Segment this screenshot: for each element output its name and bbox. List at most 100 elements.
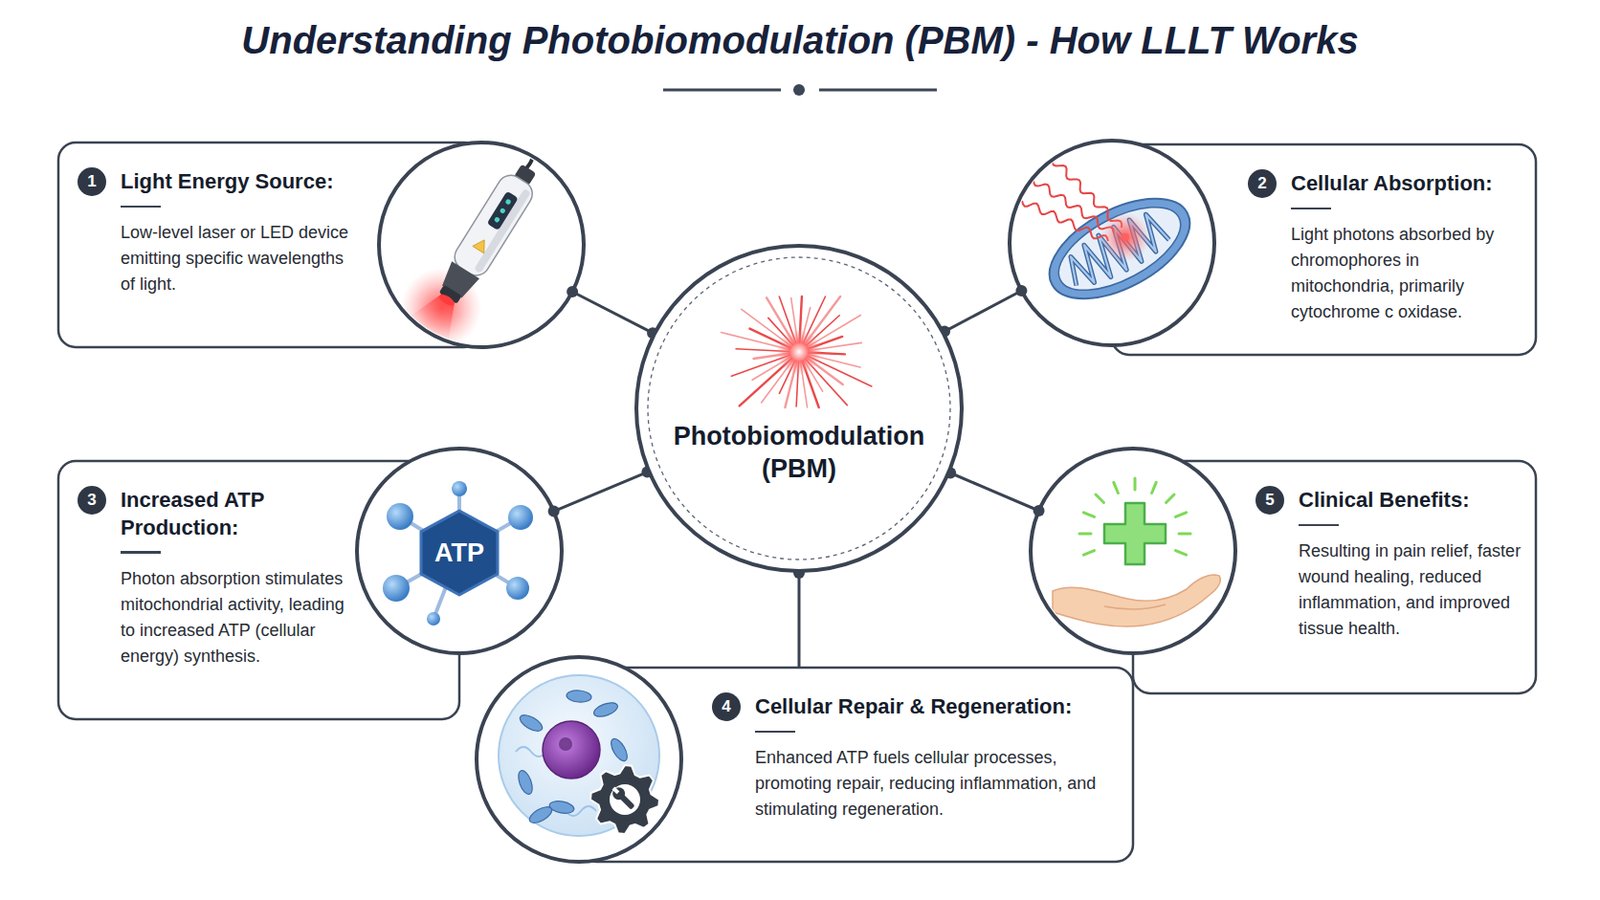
- icon-atp: [382, 481, 534, 626]
- icon-ring: [378, 142, 584, 348]
- hexagon-shape: [421, 511, 498, 596]
- cell-mitochondrion: [566, 689, 593, 704]
- absorption-glow: [1100, 212, 1151, 263]
- step-card: Cellular Absorption: Light photons absorb…: [1111, 144, 1536, 356]
- card-outlines: [58, 142, 1536, 863]
- mitochondrion: [1033, 177, 1206, 320]
- hub-label: Photobiomodulation (PBM): [655, 421, 943, 487]
- molecule-atom: [382, 575, 410, 602]
- hub-circle: Photobiomodulation (PBM): [634, 244, 964, 574]
- light-wave: [1022, 200, 1109, 242]
- laser-led: [505, 198, 512, 205]
- step-card: Cellular Repair & Regeneration: Enhanced …: [578, 667, 1134, 863]
- healing-ray: [1175, 512, 1186, 518]
- molecule-atom: [386, 503, 414, 531]
- laser-cable: [521, 133, 534, 169]
- callout-number: 2: [1247, 169, 1277, 199]
- cell-mitochondrion: [607, 736, 630, 765]
- icon-hand-figure: [1052, 478, 1221, 627]
- heading-rule: [1290, 207, 1332, 211]
- diagram-title: Understanding Photobiomodulation (PBM) -…: [241, 19, 1358, 62]
- laser-lens: [437, 292, 457, 309]
- molecule-atom: [451, 481, 467, 497]
- healing-ray: [1152, 482, 1157, 493]
- step-description: Light photons absorbed by chromophores i…: [1290, 222, 1516, 326]
- card-text: Clinical Benefits: Resulting in pain reli…: [1298, 461, 1524, 643]
- laser-led: [499, 207, 507, 215]
- icon-laser-figure: [400, 133, 549, 349]
- icon-ring: [1009, 140, 1215, 346]
- callout-number: 5: [1255, 486, 1285, 515]
- title-rule-dot: [793, 84, 805, 96]
- healing-ray: [1083, 551, 1094, 556]
- laser-pen: [409, 156, 550, 342]
- gear-hub: [609, 784, 641, 816]
- cell-mitochondrion: [517, 711, 546, 734]
- light-core: [776, 329, 823, 376]
- title-rule: [663, 84, 937, 96]
- step-heading: Clinical Benefits:: [1298, 487, 1524, 515]
- title-block: Understanding Photobiomodulation (PBM) -…: [0, 19, 1600, 63]
- hub-dashed-ring: [647, 257, 951, 560]
- card-text: Cellular Absorption: Light photons absorb…: [1290, 144, 1516, 326]
- card-text: Cellular Repair & Regeneration: Enhanced …: [755, 667, 1100, 823]
- icon-mito: [1022, 158, 1206, 320]
- wrench-head: [609, 784, 627, 802]
- title-rule-left: [663, 88, 781, 92]
- absorption-core: [1121, 233, 1130, 242]
- card-text: Light Energy Source:Low-level laser or L…: [120, 142, 351, 298]
- heading-rule: [1298, 524, 1339, 528]
- icon-hand: [1052, 478, 1221, 627]
- heading-rule: [120, 205, 161, 209]
- mito-outer: [1033, 177, 1206, 320]
- step-heading: Cellular Repair & Regeneration:: [755, 693, 1100, 722]
- callout-number: 1: [77, 167, 107, 197]
- step-heading: Cellular Absorption:: [1290, 170, 1516, 199]
- healing-ray: [1079, 533, 1091, 536]
- laser-warning: [472, 236, 490, 254]
- callout-number: 3: [77, 486, 107, 515]
- laser-shade: [473, 188, 532, 274]
- connector-joint: [548, 506, 560, 518]
- heading-rule: [120, 551, 161, 555]
- molecule-atom: [508, 505, 534, 531]
- connector-joint: [566, 286, 578, 298]
- icon-ring: [1030, 448, 1236, 654]
- molecule-atom: [426, 612, 441, 626]
- cell-mitochondrion: [515, 769, 535, 798]
- healing-ray: [1095, 494, 1104, 503]
- step-description: Resulting in pain relief, faster wound h…: [1298, 538, 1524, 643]
- hub-outline: [634, 244, 964, 574]
- connector-joint: [1033, 505, 1045, 517]
- cell-nucleolus: [558, 737, 573, 752]
- step-card: Increased ATP Production:Photon absorpti…: [58, 461, 460, 720]
- gear-shape: [590, 765, 660, 835]
- molecule-atom: [506, 577, 530, 600]
- icon-cell-figure: [498, 675, 660, 837]
- icon-mito-figure: [1022, 158, 1206, 320]
- laser-display: [487, 191, 519, 231]
- step-card: Clinical Benefits: Resulting in pain reli…: [1133, 461, 1536, 694]
- mito-cristae-light: [1060, 206, 1173, 294]
- step-heading: Increased ATP Production:: [120, 487, 346, 542]
- heading-rule: [755, 731, 796, 734]
- wrench-notch: [612, 787, 621, 796]
- hand-crease: [1104, 604, 1166, 610]
- wrench: [608, 783, 638, 813]
- connector-joint: [1015, 285, 1027, 297]
- cell-mitochondrion: [527, 803, 556, 826]
- cell-mitochondrion: [592, 700, 621, 720]
- laser-body: [449, 170, 538, 281]
- step-description: Enhanced ATP fuels cellular processes, p…: [755, 745, 1100, 823]
- step-heading: Light Energy Source:: [120, 168, 351, 197]
- step-card: Light Energy Source:Low-level laser or L…: [58, 142, 482, 348]
- healing-ray: [1175, 551, 1186, 556]
- connector-line: [798, 573, 801, 668]
- health-cross: [1104, 503, 1166, 565]
- cell-nucleus: [542, 721, 600, 779]
- cell-mitochondrion: [548, 800, 576, 816]
- callout-number: 4: [711, 692, 741, 722]
- healing-ray: [1166, 494, 1175, 503]
- starburst: [721, 296, 872, 408]
- cell-membrane: [498, 675, 660, 837]
